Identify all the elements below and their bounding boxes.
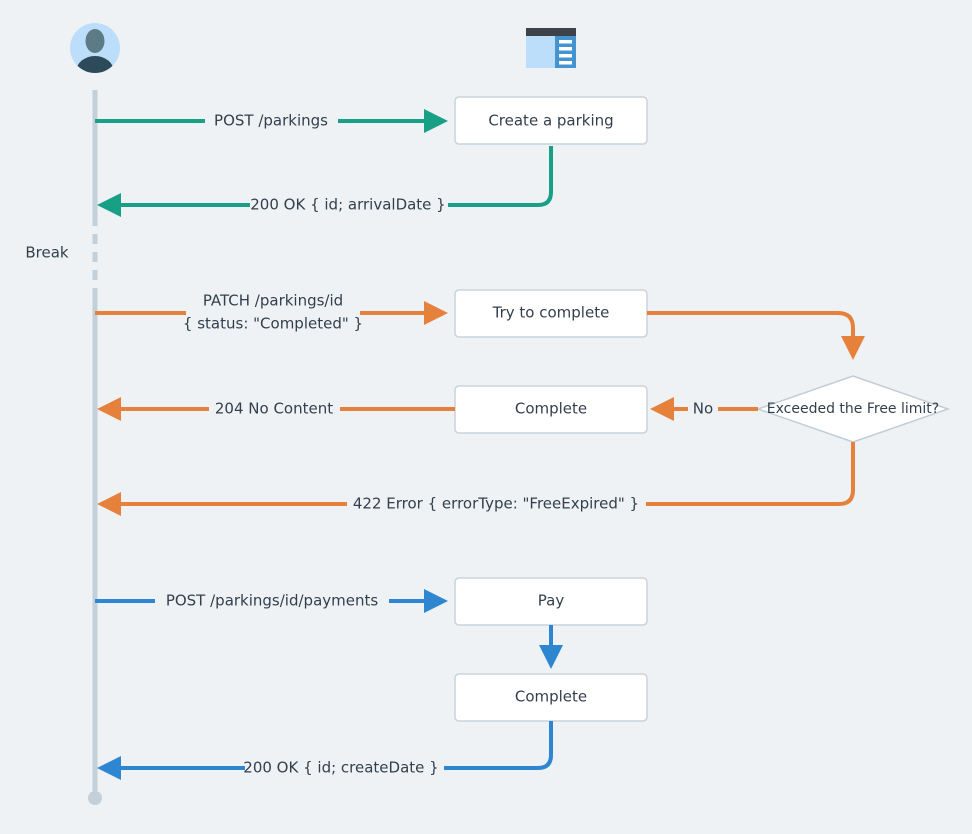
process-label-complete-free: Complete [515, 400, 587, 418]
message-label-204-no-content: 204 No Content [215, 400, 333, 418]
message-label-patch-line1: PATCH /parkings/id [203, 292, 343, 310]
message-label-post-parkings: POST /parkings [214, 112, 328, 130]
message-label-branch-no: No [693, 400, 713, 418]
flow-200-ok-arrival [97, 146, 553, 217]
client-lifeline [88, 90, 102, 805]
decision-label-exceeded-free-limit: Exceeded the Free limit? [767, 401, 939, 417]
message-label-post-payments: POST /parkings/id/payments [166, 592, 379, 610]
process-label-try-to-complete: Try to complete [492, 304, 610, 322]
decision-exceeded-free-limit[interactable]: Exceeded the Free limit? [755, 375, 951, 443]
process-label-pay: Pay [538, 592, 565, 610]
flow-to-decision [647, 311, 865, 360]
section-label-break: Break [25, 244, 69, 262]
message-label-200-ok-arrival: 200 OK { id; arrivalDate } [250, 196, 445, 214]
process-try-to-complete[interactable]: Try to complete [454, 289, 648, 338]
process-label-create-a-parking: Create a parking [488, 112, 613, 130]
user-avatar-icon [70, 23, 120, 73]
message-label-200-ok-create: 200 OK { id; createDate } [243, 759, 438, 777]
flow-422-error [97, 442, 855, 516]
message-label-patch-line2: { status: "Completed" } [183, 315, 363, 333]
process-pay[interactable]: Pay [454, 577, 648, 626]
message-label-422-error: 422 Error { errorType: "FreeExpired" } [353, 495, 639, 513]
process-complete-free[interactable]: Complete [454, 385, 648, 434]
process-create-a-parking[interactable]: Create a parking [454, 96, 648, 145]
process-complete-paid[interactable]: Complete [454, 673, 648, 722]
server-window-icon [526, 28, 576, 68]
flow-200-ok-create [97, 721, 553, 780]
process-label-complete-paid: Complete [515, 688, 587, 706]
